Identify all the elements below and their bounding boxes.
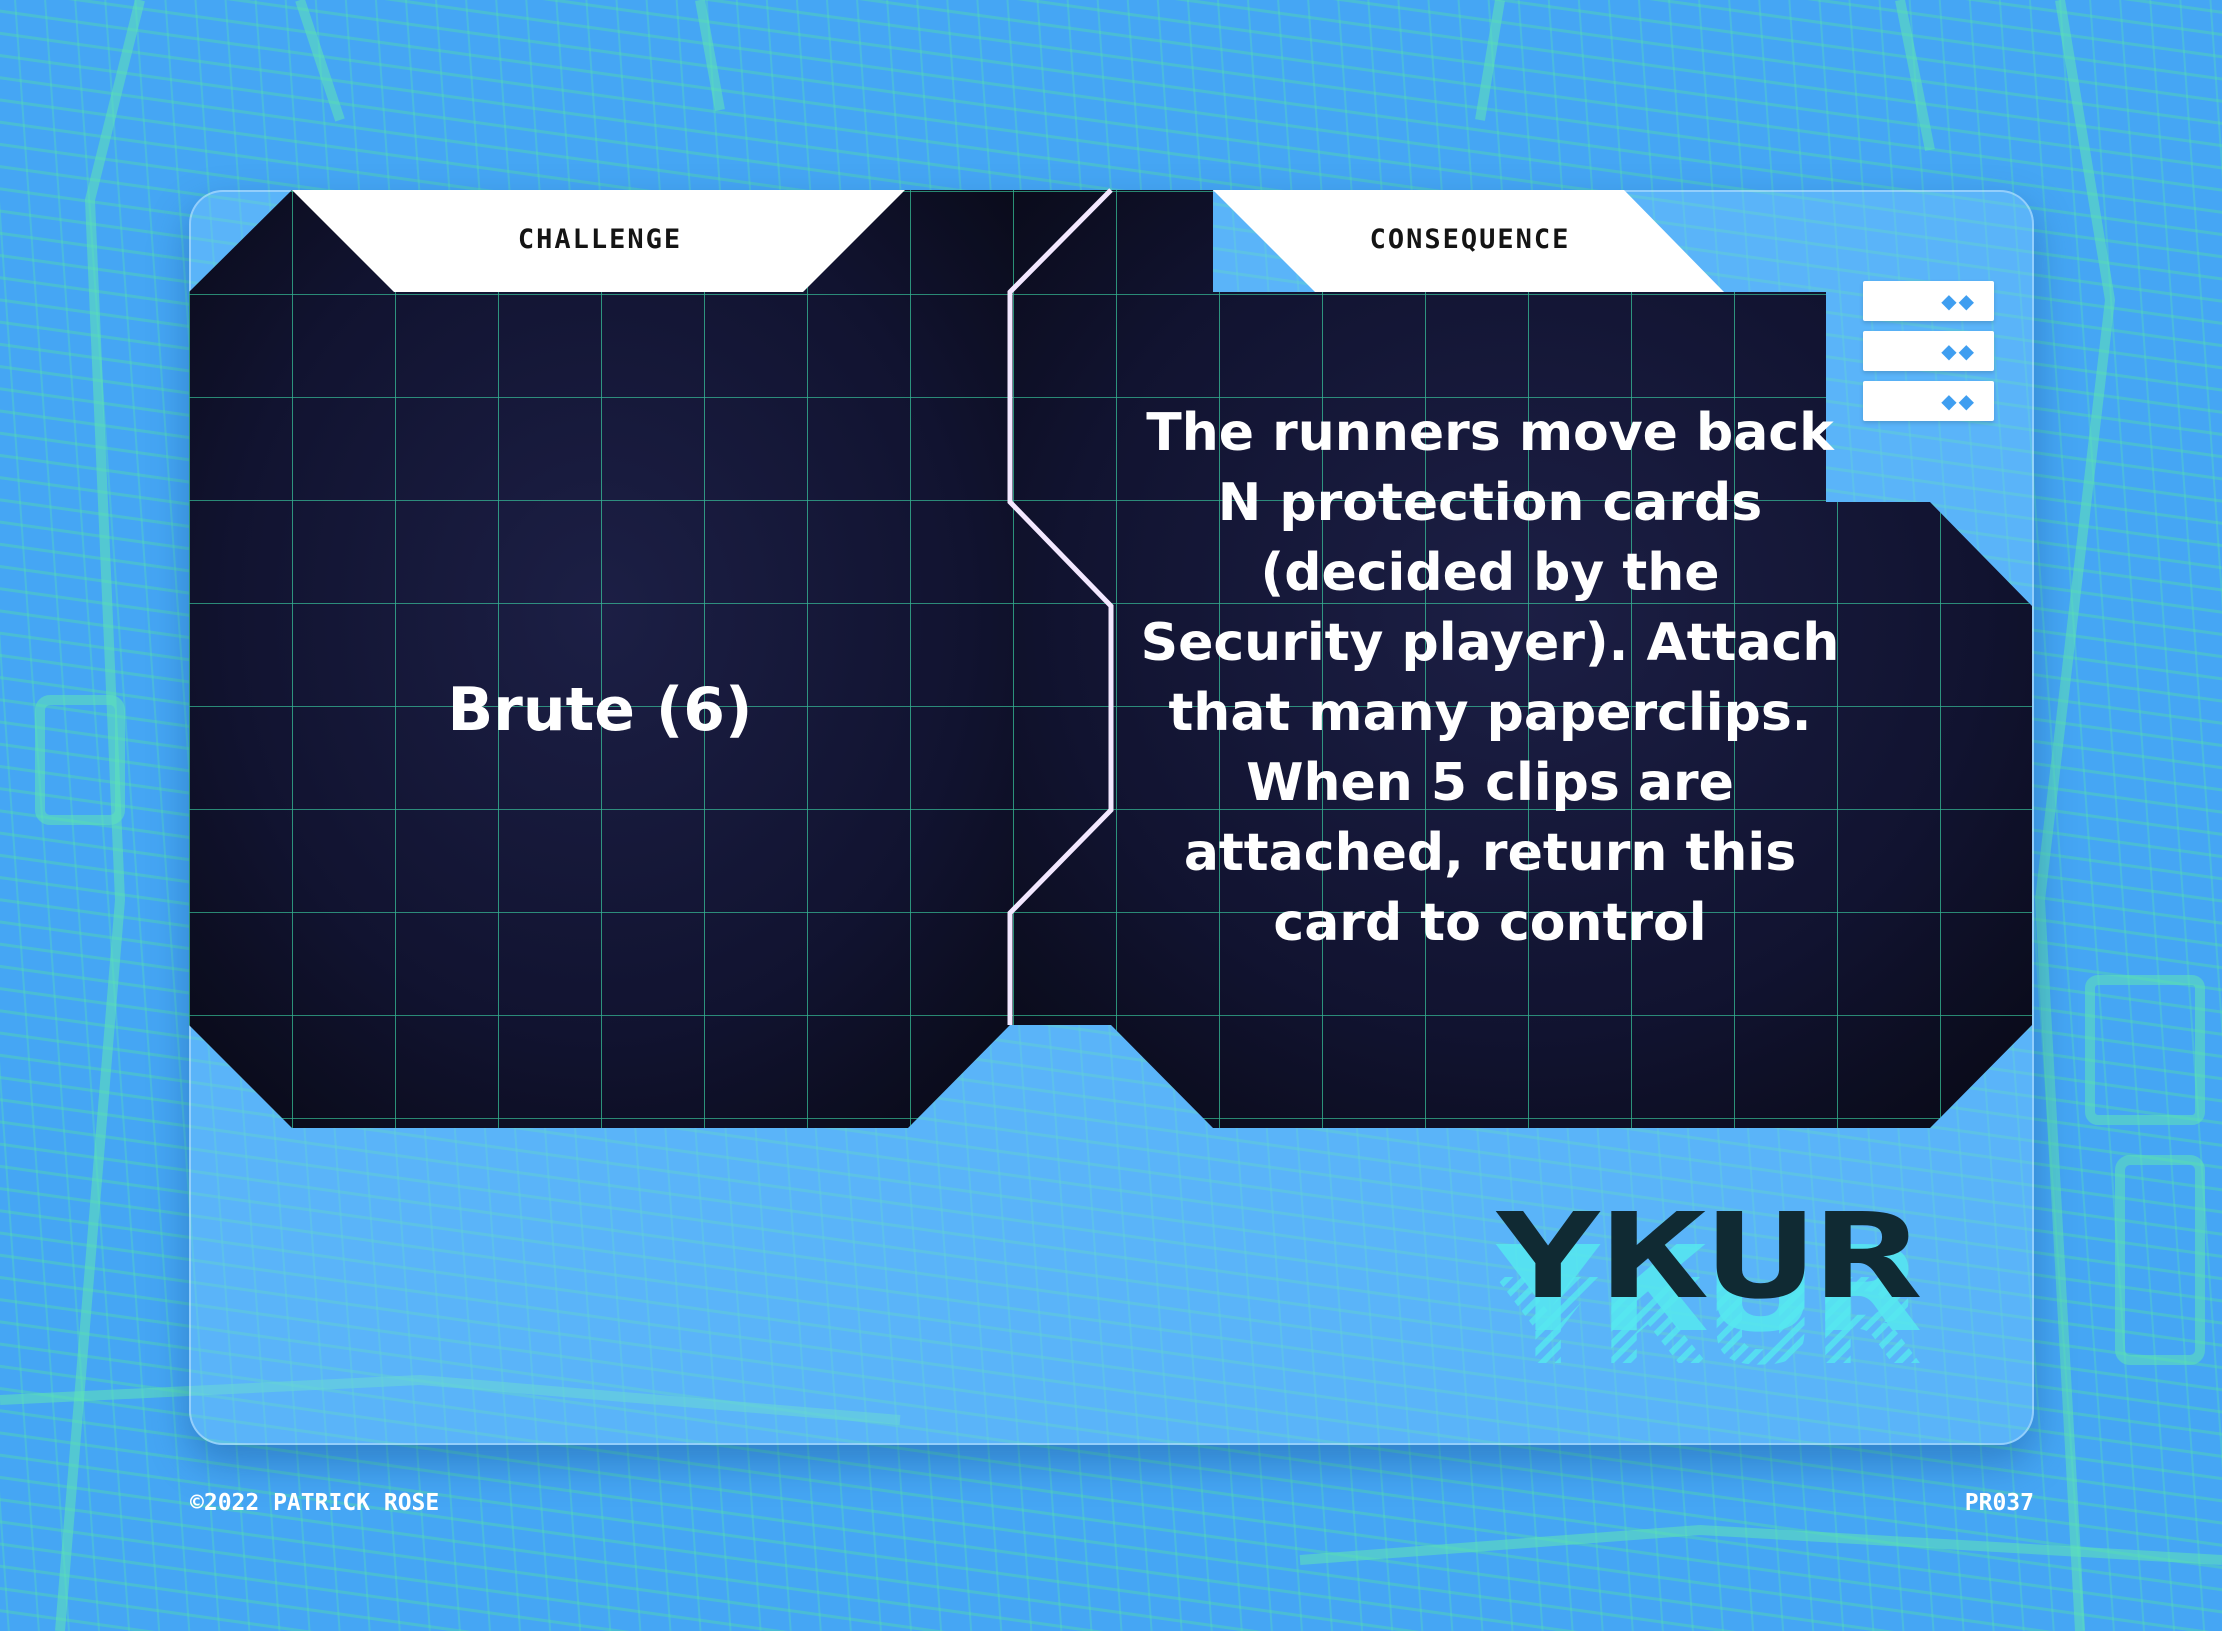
ykur-logo: YKUR YKUR YKUR (1495, 1187, 1921, 1385)
consequence-panel (1010, 190, 2032, 1128)
logo-text: YKUR (1495, 1187, 1921, 1325)
card-code: PR037 (1964, 1490, 2034, 1516)
diamond-pair-icon: ◆◆ (1941, 289, 1976, 313)
side-button-1[interactable]: ◆◆ (1863, 281, 1994, 321)
diamond-pair-icon: ◆◆ (1941, 339, 1976, 363)
diamond-pair-icon: ◆◆ (1941, 389, 1976, 413)
challenge-text: Brute (6) (447, 675, 753, 745)
logo-echo-top: YKUR (1495, 1220, 1921, 1358)
consequence-text: The runners move back N protection cards… (1140, 403, 1840, 953)
challenge-label: CHALLENGE (517, 224, 683, 255)
consequence-label: CONSEQUENCE (1369, 224, 1571, 255)
panel-divider (1007, 188, 1114, 1025)
side-button-2[interactable]: ◆◆ (1863, 331, 1994, 371)
challenge-panel (189, 190, 1010, 1128)
logo-echo: YKUR (1495, 1253, 1921, 1385)
copyright-text: ©2022 PATRICK ROSE (190, 1490, 440, 1516)
side-button-3[interactable]: ◆◆ (1863, 381, 1994, 421)
challenge-tab (292, 190, 905, 292)
consequence-tab (1213, 190, 1724, 292)
